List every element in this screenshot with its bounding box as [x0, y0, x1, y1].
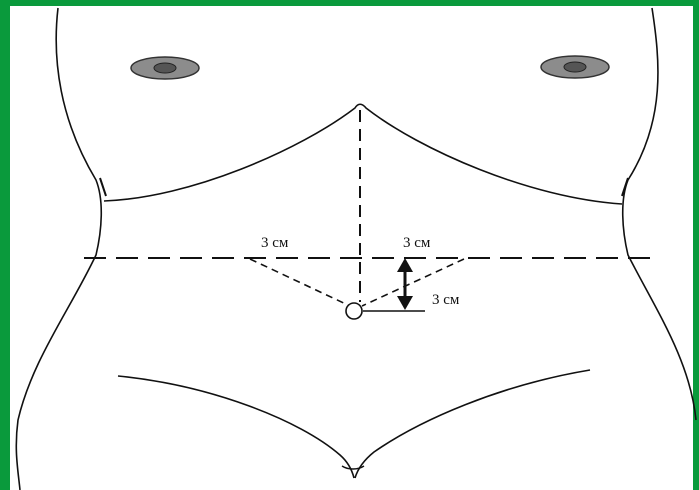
diagonal-dashed-right: [361, 258, 465, 307]
distance-arrow: [397, 258, 413, 310]
puncture-point: [345, 302, 363, 320]
groin-line-right: [354, 369, 591, 479]
torso-outline-right: [621, 7, 697, 421]
nipple-right: [540, 55, 610, 79]
diagonal-dashed-left: [249, 258, 351, 307]
right-distance-label: 3 см: [403, 235, 431, 251]
costal-arch: [103, 103, 623, 205]
left-distance-label: 3 см: [261, 235, 289, 251]
groin-line-left: [117, 375, 355, 479]
nipple-left: [130, 56, 200, 80]
waist-notch-right: [621, 177, 629, 197]
waist-notch-left: [99, 177, 107, 197]
torso-outline-left: [15, 7, 103, 490]
vertical-distance-label: 3 см: [432, 292, 460, 308]
groin-curl: [341, 465, 365, 470]
